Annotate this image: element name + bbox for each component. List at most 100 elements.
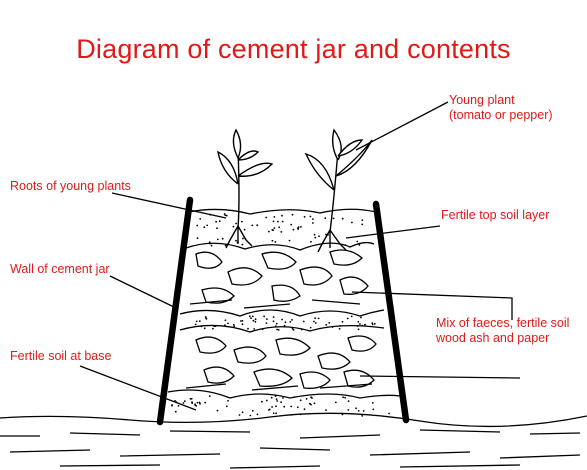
- soil-dot: [206, 225, 208, 227]
- soil-dot: [251, 225, 253, 227]
- soil-dot: [372, 402, 374, 404]
- soil-dot: [282, 397, 284, 399]
- soil-dot: [290, 224, 292, 226]
- soil-dot: [361, 219, 363, 221]
- soil-dot: [233, 226, 235, 228]
- soil-dot: [275, 325, 277, 327]
- jar-contents: [168, 209, 400, 398]
- soil-dot: [242, 320, 244, 322]
- soil-dot: [290, 406, 292, 408]
- label-young-plant-line-1: Young plant: [449, 93, 553, 108]
- soil-dot: [300, 226, 302, 228]
- label-mix-line-2: wood ash and paper: [436, 331, 569, 346]
- soil-dot: [276, 400, 278, 402]
- soil-dot: [219, 220, 221, 222]
- soil-dot: [275, 241, 277, 243]
- soil-dot: [242, 411, 244, 413]
- right-plant: [330, 150, 338, 232]
- soil-dot: [281, 319, 283, 321]
- soil-dot: [281, 215, 283, 217]
- soil-dot: [191, 402, 193, 404]
- soil-dot: [266, 400, 268, 402]
- soil-dot: [328, 322, 330, 324]
- leader-base: [80, 366, 196, 410]
- soil-dot: [233, 324, 235, 326]
- soil-dot: [209, 243, 211, 245]
- soil-dot: [332, 326, 334, 328]
- soil-dot: [301, 329, 303, 331]
- soil-dot: [274, 227, 276, 229]
- soil-dot: [347, 318, 349, 320]
- leader-young-plant: [356, 102, 448, 150]
- soil-dot: [358, 328, 360, 330]
- soil-dot: [244, 229, 246, 231]
- soil-dot: [271, 406, 273, 408]
- soil-dot: [342, 321, 344, 323]
- soil-dot: [363, 410, 365, 412]
- soil-dot: [263, 316, 265, 318]
- soil-dot: [190, 398, 192, 400]
- soil-dot: [276, 398, 278, 400]
- soil-dot: [242, 323, 244, 325]
- soil-dot: [273, 316, 275, 318]
- soil-dot: [355, 407, 357, 409]
- soil-dot: [262, 328, 264, 330]
- soil-dot: [357, 321, 359, 323]
- soil-dot: [206, 318, 208, 320]
- soil-dot: [209, 395, 211, 397]
- soil-dot: [277, 221, 279, 223]
- left-plant: [238, 150, 239, 228]
- soil-dot: [197, 237, 199, 239]
- soil-dot: [216, 227, 218, 229]
- soil-dot: [266, 318, 268, 320]
- soil-dot: [278, 226, 280, 228]
- jar-wall-left: [160, 200, 190, 422]
- soil-dot: [358, 410, 360, 412]
- soil-dot: [342, 218, 344, 220]
- soil-dot: [276, 329, 278, 331]
- soil-dot: [304, 216, 306, 218]
- soil-dot: [356, 241, 358, 243]
- soil-dot: [247, 328, 249, 330]
- soil-dot: [233, 326, 235, 328]
- soil-dot: [178, 405, 180, 407]
- soil-dot: [359, 244, 361, 246]
- soil-dot: [225, 319, 227, 321]
- soil-dot: [199, 218, 201, 220]
- leader-wall: [110, 276, 176, 308]
- soil-dot: [226, 406, 228, 408]
- soil-dot: [274, 216, 276, 218]
- soil-dot: [273, 320, 275, 322]
- label-top-soil: Fertile top soil layer: [441, 208, 549, 223]
- soil-dot: [250, 415, 252, 417]
- soil-dot: [266, 322, 268, 324]
- soil-dot: [339, 328, 341, 330]
- soil-dot: [276, 323, 278, 325]
- ground: [0, 413, 587, 468]
- soil-dot: [196, 225, 198, 227]
- soil-dot: [271, 397, 273, 399]
- soil-dot: [194, 404, 196, 406]
- soil-dot: [242, 238, 244, 240]
- soil-dot: [372, 324, 374, 326]
- soil-dot: [361, 224, 363, 226]
- soil-dot: [293, 396, 295, 398]
- soil-dot: [227, 400, 229, 402]
- soil-dot: [293, 329, 295, 331]
- soil-dot: [297, 406, 299, 408]
- soil-dot: [278, 329, 280, 331]
- soil-dot: [255, 318, 257, 320]
- soil-dot: [204, 402, 206, 404]
- soil-dot: [199, 320, 201, 322]
- soil-dot: [361, 415, 363, 417]
- jar-wall-right: [376, 204, 406, 420]
- soil-dot: [324, 217, 326, 219]
- soil-dot: [318, 235, 320, 237]
- top-soil-surface: [188, 209, 376, 214]
- soil-dot: [313, 321, 315, 323]
- soil-dot: [235, 223, 237, 225]
- label-roots: Roots of young plants: [10, 179, 131, 194]
- soil-dot: [241, 221, 243, 223]
- leader-lines: [80, 102, 520, 410]
